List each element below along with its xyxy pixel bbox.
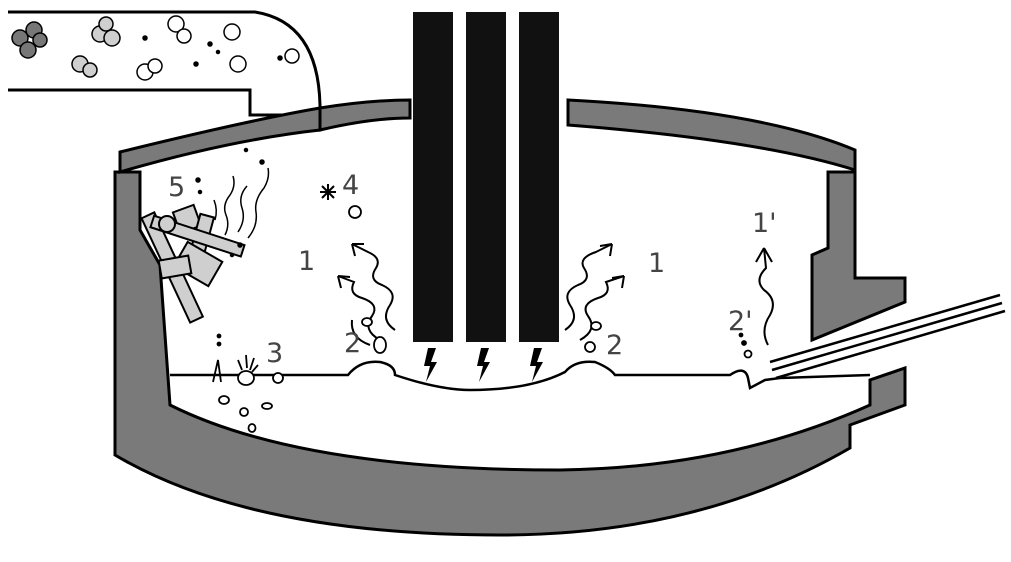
spark-4 (320, 184, 362, 219)
scrap-pile (140, 203, 246, 324)
emission-arrows-left (337, 243, 396, 346)
bubbles-2 (361, 317, 753, 359)
label-2-right: 2 (606, 330, 623, 361)
label-1-prime: 1' (752, 208, 777, 239)
arc-bolt-1 (424, 348, 437, 382)
bubbles-3 (212, 333, 284, 433)
arc-bolts (424, 348, 543, 382)
label-1-left: 1 (298, 246, 315, 277)
label-5: 5 (168, 172, 185, 203)
emission-arrow-prime (755, 247, 774, 346)
electrode-2 (466, 12, 506, 342)
furnace-shell (113, 170, 907, 537)
oxygen-lance (769, 293, 1006, 380)
right-wall (810, 170, 907, 343)
roof-left (118, 106, 322, 174)
chute-particles (11, 15, 307, 165)
label-3: 3 (266, 338, 283, 369)
feed-chute (8, 10, 322, 117)
arc-bolt-3 (530, 348, 543, 382)
roof-right (566, 98, 857, 173)
melt-surface (170, 360, 871, 392)
arc-bolt-2 (477, 348, 490, 382)
label-1-right: 1 (648, 248, 665, 279)
scrap-fumes (195, 167, 270, 258)
label-2-prime: 2' (728, 306, 753, 337)
roof-center-left (318, 98, 412, 132)
label-4: 4 (342, 170, 359, 201)
label-2-left: 2 (344, 328, 361, 359)
electrode-1 (413, 12, 453, 342)
electrode-3 (519, 12, 559, 342)
